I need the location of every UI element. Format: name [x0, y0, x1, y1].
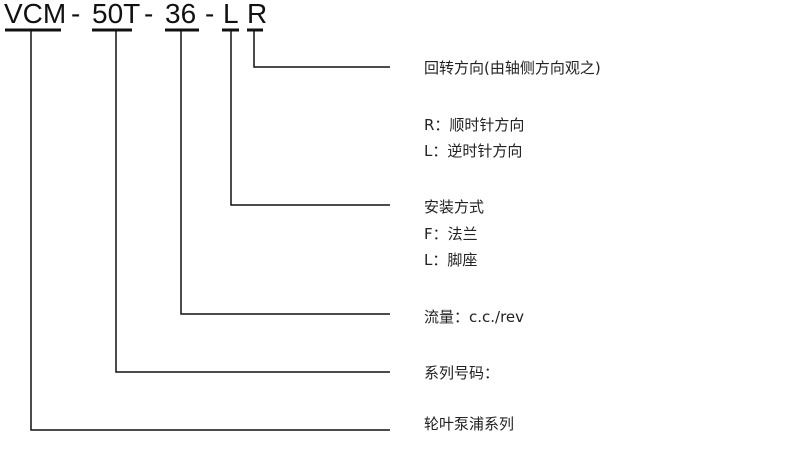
- label-pump-series: 轮叶泵浦系列: [424, 415, 515, 433]
- leader-36: [180, 30, 390, 315]
- label-mount-f: F：法兰: [424, 225, 478, 243]
- code-dash-2: -: [144, 0, 154, 29]
- code-l: L: [223, 0, 239, 29]
- code-50t: 50T: [92, 0, 141, 29]
- leader-50t: [115, 30, 390, 373]
- code-dash-3: -: [205, 0, 215, 29]
- label-flow: 流量：c.c./rev: [424, 308, 525, 326]
- code-r: R: [247, 0, 268, 29]
- label-rotation-title: 回转方向(由轴侧方向观之): [424, 59, 601, 77]
- label-mount-l: L：脚座: [424, 251, 478, 269]
- label-mount-title: 安装方式: [424, 198, 485, 216]
- code-vcm: VCM: [4, 0, 67, 29]
- label-rotation-l: L：逆时针方向: [424, 142, 523, 160]
- leader-r: [253, 30, 390, 68]
- leader-l: [230, 30, 390, 206]
- leader-vcm: [30, 30, 390, 431]
- code-36: 36: [165, 0, 197, 29]
- code-dash-1: -: [71, 0, 81, 29]
- label-series-no: 系列号码：: [424, 364, 500, 382]
- label-rotation-r: R：顺时针方向: [424, 116, 525, 134]
